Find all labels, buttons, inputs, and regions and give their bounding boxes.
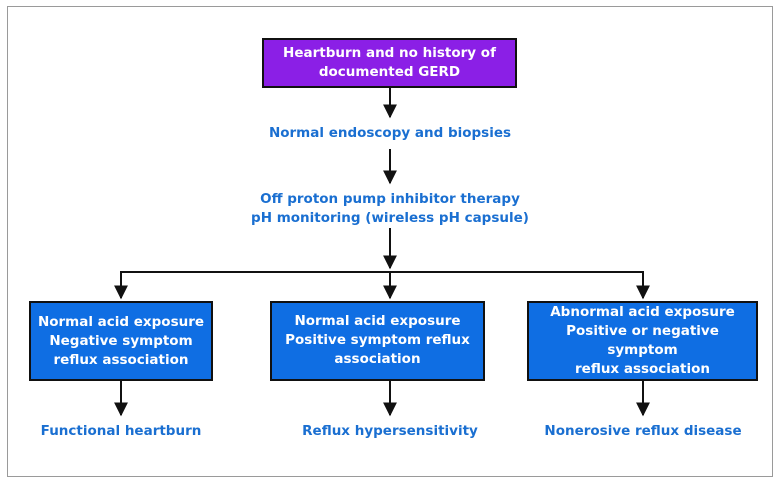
- branch-1-line-1: Normal acid exposure: [37, 313, 205, 330]
- branch-2-line-1: Normal acid exposure: [294, 313, 461, 329]
- branch-3-line-2: Positive or negative symptom: [566, 323, 719, 358]
- start-box-line-1: Heartburn and no history of: [283, 45, 496, 61]
- outcome-3: Nonerosive reflux disease: [518, 422, 768, 441]
- branch-2-line-3: association: [334, 351, 421, 367]
- endoscopy-step: Normal endoscopy and biopsies: [190, 124, 590, 143]
- outcome-1-text: Functional heartburn: [40, 423, 202, 439]
- outcome-2-text: Reflux hypersensitivity: [302, 423, 478, 439]
- branch-3-line-3: reflux association: [575, 361, 710, 377]
- ph-step-line-1: Off proton pump inhibitor therapy: [260, 191, 520, 207]
- branch-1-line-2: Negative symptom: [49, 332, 193, 349]
- outcome-2: Reflux hypersensitivity: [275, 422, 505, 441]
- ph-step-line-2: pH monitoring (wireless pH capsule): [251, 210, 529, 226]
- branch-3-line-1: Abnormal acid exposure: [550, 304, 735, 320]
- endoscopy-step-text: Normal endoscopy and biopsies: [268, 125, 512, 141]
- ph-monitoring-step: Off proton pump inhibitor therapy pH mon…: [190, 190, 590, 228]
- branch-box-1: Normal acid exposure Negative symptom re…: [29, 301, 213, 381]
- branch-2-line-2: Positive symptom reflux: [285, 332, 470, 348]
- start-box-line-2: documented GERD: [318, 64, 461, 80]
- outcome-1: Functional heartburn: [21, 422, 221, 441]
- outcome-3-text: Nonerosive reflux disease: [544, 423, 742, 439]
- branch-box-2: Normal acid exposure Positive symptom re…: [270, 301, 485, 381]
- start-box: Heartburn and no history of documented G…: [262, 38, 517, 88]
- branch-1-line-3: reflux association: [53, 351, 189, 368]
- branch-box-3: Abnormal acid exposure Positive or negat…: [527, 301, 758, 381]
